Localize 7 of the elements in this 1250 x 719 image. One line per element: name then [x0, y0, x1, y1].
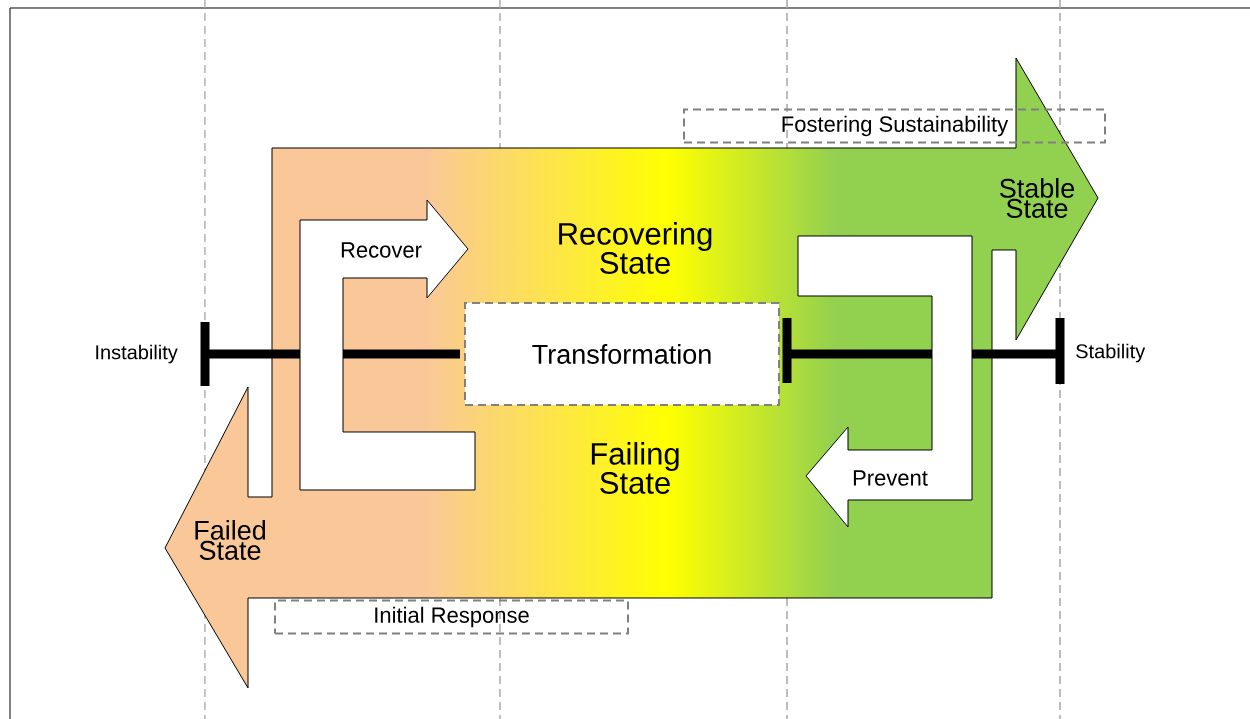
state-label: Failed State: [195, 520, 266, 560]
process-box: Transformation: [464, 302, 780, 406]
state-label: Recovering State: [559, 222, 712, 274]
state-label: Stable State: [999, 178, 1075, 218]
state-label: Failing State: [591, 442, 679, 494]
scale-label: Instability: [96, 344, 178, 364]
scale-label: Stability: [1076, 343, 1146, 363]
